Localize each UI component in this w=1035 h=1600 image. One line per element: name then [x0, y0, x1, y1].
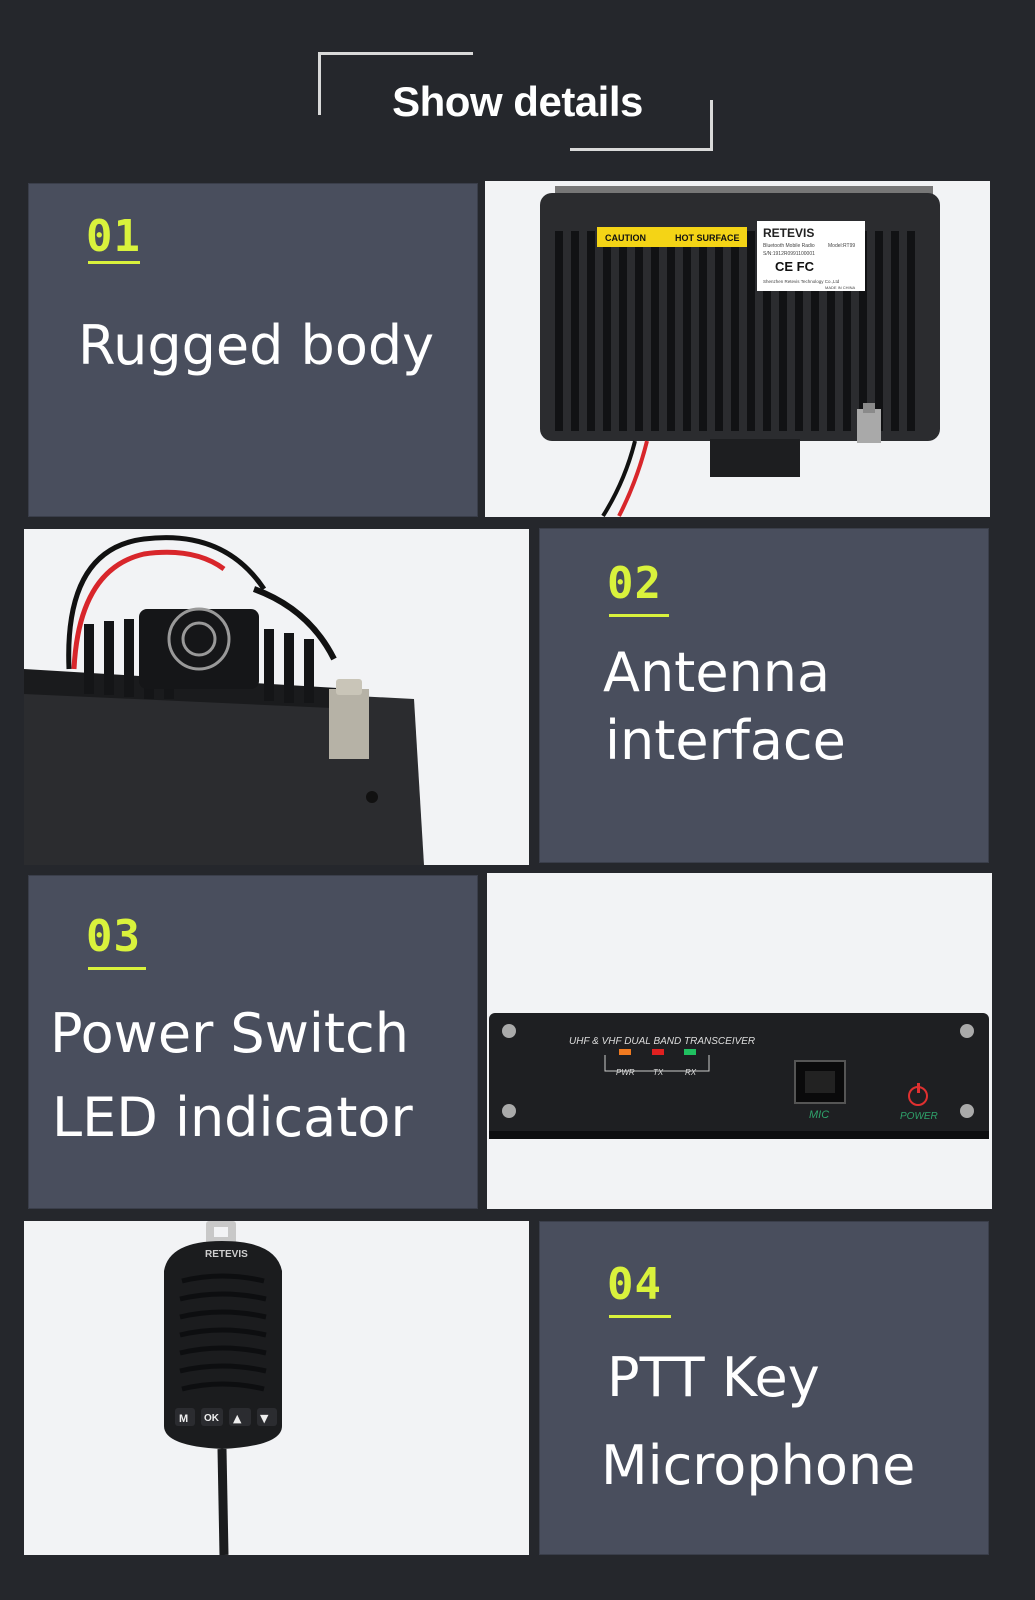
label-model: Model:RT99	[828, 243, 855, 249]
label-serial: S/N:1912R0991100001	[763, 251, 815, 257]
feature-title-line-2: Microphone	[601, 1434, 916, 1497]
mic-brand: RETEVIS	[205, 1249, 248, 1260]
rx-label: RX	[685, 1068, 697, 1077]
radio-front-panel-image: UHF & VHF DUAL BAND TRANSCEIVER PWR TX R…	[489, 1013, 989, 1139]
label-brand: RETEVIS	[763, 226, 814, 240]
bracket-top-left	[318, 52, 473, 115]
photo-front-panel: UHF & VHF DUAL BAND TRANSCEIVER PWR TX R…	[487, 873, 992, 1209]
feature-title-line-1: PTT Key	[607, 1346, 820, 1409]
hot-surface-text: HOT SURFACE	[675, 233, 740, 243]
pwr-label: PWR	[616, 1068, 635, 1077]
bracket-bottom-right	[570, 100, 713, 151]
feature-title-line-2: interface	[605, 709, 846, 772]
key-m: M	[179, 1413, 188, 1425]
key-ok: OK	[204, 1413, 220, 1424]
feature-number: 01	[86, 211, 141, 262]
key-up: ▲	[233, 1412, 242, 1425]
label-made-in: MADE IN CHINA	[825, 285, 856, 290]
power-label: POWER	[900, 1111, 938, 1122]
key-down: ▼	[260, 1412, 269, 1425]
number-underline	[88, 967, 146, 970]
led-pwr	[619, 1049, 631, 1055]
feature-panel-03: 03 Power Switch LED indicator	[28, 875, 478, 1209]
label-marks: CE FC	[775, 259, 815, 274]
radio-heatsink-image: CAUTION HOT SURFACE RETEVIS Bluetooth Mo…	[540, 186, 940, 517]
led-tx	[652, 1049, 664, 1055]
feature-title-line-2: LED indicator	[52, 1086, 413, 1149]
feature-panel-01: 01 Rugged body	[28, 183, 478, 517]
feature-title: Rugged body	[78, 314, 435, 377]
tx-label: TX	[653, 1068, 664, 1077]
feature-number: 03	[86, 911, 141, 962]
page-title: Show details	[392, 78, 643, 125]
led-rx	[684, 1049, 696, 1055]
photo-microphone: RETEVIS M OK ▲ ▼	[24, 1221, 529, 1555]
ptt-microphone-image: RETEVIS M OK ▲ ▼	[164, 1221, 282, 1555]
number-underline	[88, 261, 140, 264]
radio-antenna-image	[24, 535, 424, 865]
feature-number: 02	[607, 558, 662, 609]
number-underline	[609, 1315, 671, 1318]
caution-text: CAUTION	[605, 233, 646, 243]
photo-rugged-body: CAUTION HOT SURFACE RETEVIS Bluetooth Mo…	[485, 181, 990, 517]
feature-title-line-1: Power Switch	[50, 1002, 409, 1065]
number-underline	[609, 614, 669, 617]
feature-number: 04	[607, 1259, 662, 1310]
transceiver-label: UHF & VHF DUAL BAND TRANSCEIVER	[569, 1036, 755, 1047]
feature-panel-02: 02 Antenna interface	[539, 528, 989, 863]
feature-panel-04: 04 PTT Key Microphone	[539, 1221, 989, 1555]
header: Show details	[0, 0, 1035, 180]
label-maker: Shenzhen Retevis Technology Co.,Ltd	[763, 279, 840, 284]
feature-title-line-1: Antenna	[603, 641, 831, 704]
photo-antenna-interface	[24, 529, 529, 865]
label-desc: Bluetooth Mobile Radio	[763, 243, 815, 249]
mic-label: MIC	[809, 1109, 829, 1121]
